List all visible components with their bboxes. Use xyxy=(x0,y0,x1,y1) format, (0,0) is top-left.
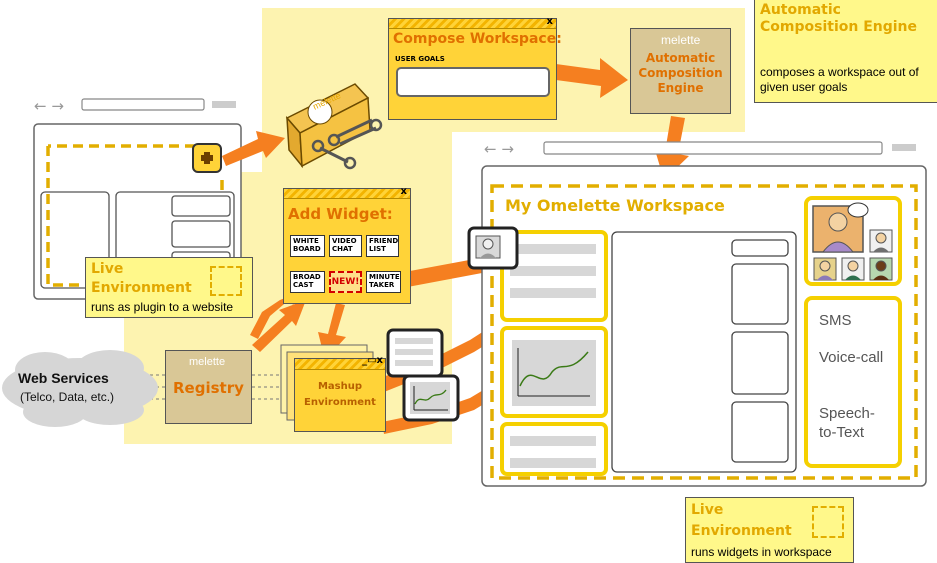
speech-to-text-service[interactable]: Speech-to-Text xyxy=(819,405,875,441)
engine-title: Automatic Composition Engine xyxy=(638,51,723,95)
plugin-callout-subtitle: runs as plugin to a website xyxy=(91,300,234,314)
window-controls-icon: _▭x xyxy=(362,355,383,366)
left-address-bar xyxy=(81,98,205,111)
compose-workspace-panel: x Compose Workspace: USER GOALS xyxy=(388,16,562,120)
workspace-callout-title: Live Environment xyxy=(691,502,792,539)
workspace-title: My Omelette Workspace xyxy=(505,196,725,215)
arrow-plus-to-toolbox xyxy=(222,131,285,166)
web-services-cloud-icon xyxy=(2,350,158,427)
dragged-list-widget xyxy=(386,328,444,378)
service-connectors xyxy=(150,374,290,400)
right-back-forward-icon: ← → xyxy=(484,140,514,158)
user-goals-label: USER GOALS xyxy=(395,55,445,63)
dashed-frame-icon xyxy=(210,266,242,296)
video-chat-avatars xyxy=(812,202,893,281)
video-chat-button[interactable]: VIDEO CHAT xyxy=(329,235,362,257)
right-menu-bar xyxy=(892,144,916,151)
mashup-title-bar: _▭x xyxy=(295,355,385,370)
toolbox-icon xyxy=(285,83,383,170)
workspace-callout-subtitle: runs widgets in workspace xyxy=(691,545,832,559)
composition-engine-box: melette Automatic Composition Engine xyxy=(630,28,731,114)
close-icon[interactable]: x xyxy=(400,186,407,197)
engine-callout: Automatic Composition Engine composes a … xyxy=(754,0,937,103)
arrow-compose-to-engine xyxy=(556,58,628,98)
add-widget-title: Add Widget: xyxy=(288,205,393,223)
user-goals-input[interactable] xyxy=(396,67,550,97)
registry-box: melette Registry xyxy=(165,350,252,424)
mashup-title: Mashup Environment xyxy=(304,381,376,408)
background-region xyxy=(124,8,745,444)
mashup-environment-panel: _▭x Mashup Environment xyxy=(294,355,386,432)
dragged-avatar-widget xyxy=(467,226,519,270)
right-address-bar xyxy=(543,141,883,155)
voice-call-service[interactable]: Voice-call xyxy=(819,349,884,366)
engine-brand: melette xyxy=(661,33,701,47)
back-forward-icon: ← → xyxy=(34,97,64,115)
arrow-registry-to-addwidget xyxy=(252,300,306,352)
whiteboard-button[interactable]: WHITE BOARD xyxy=(290,235,325,257)
close-icon[interactable]: x xyxy=(546,16,553,27)
compose-title: Compose Workspace: xyxy=(393,31,562,47)
registry-title: Registry xyxy=(173,379,244,397)
engine-callout-subtitle: composes a workspace out of given user g… xyxy=(760,65,919,94)
minute-taker-button[interactable]: MINUTE TAKER xyxy=(366,271,401,293)
plugin-callout-title: Live Environment xyxy=(91,261,192,296)
friend-list-button[interactable]: FRIEND LIST xyxy=(366,235,399,257)
plugin-callout: Live Environment runs as plugin to a web… xyxy=(85,257,253,318)
compose-title-bar: x xyxy=(389,16,556,29)
engine-callout-title: Automatic Composition Engine xyxy=(760,2,918,35)
web-services-title: Web Services xyxy=(18,370,109,386)
dashed-frame-icon xyxy=(812,506,844,538)
add-widget-plus-icon xyxy=(192,143,222,173)
left-menu-bar xyxy=(212,101,236,108)
add-widget-panel: x Add Widget: WHITE BOARD VIDEO CHAT FRI… xyxy=(283,186,411,304)
new-widget-button[interactable]: NEW! xyxy=(329,271,362,293)
registry-brand: melette xyxy=(189,356,226,368)
add-widget-title-bar: x xyxy=(284,186,410,199)
web-services-subtitle: (Telco, Data, etc.) xyxy=(20,390,115,404)
broadcast-button[interactable]: BROAD CAST xyxy=(290,271,325,293)
dragged-chart-widget xyxy=(402,374,460,422)
workspace-callout: Live Environment runs widgets in workspa… xyxy=(685,497,854,563)
sms-service[interactable]: SMS xyxy=(819,312,852,329)
